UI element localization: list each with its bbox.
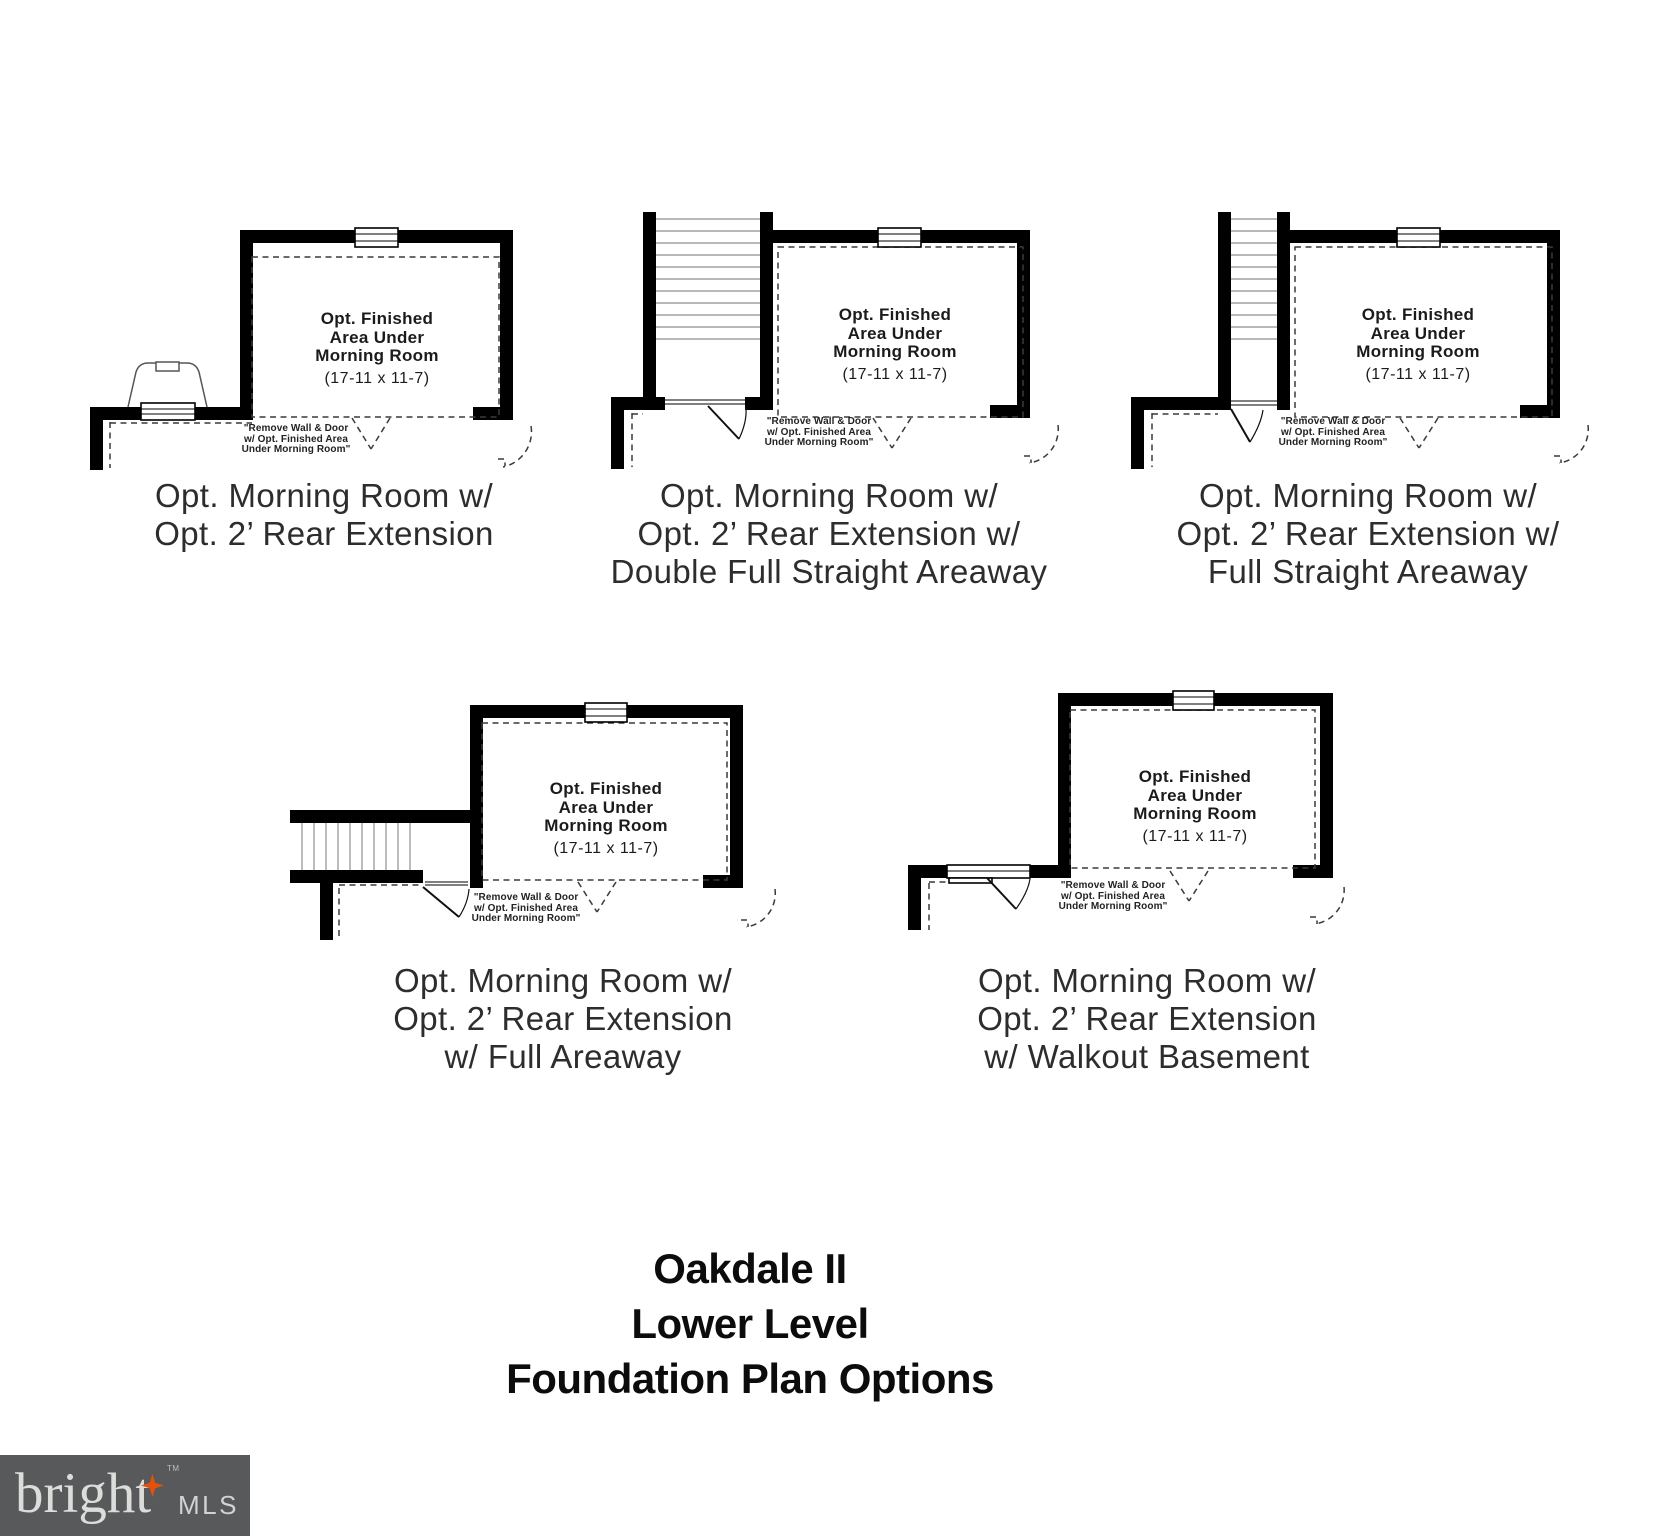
plan-2-dashed-lines [631,246,1024,467]
note-line: w/ Opt. Finished Area [1061,890,1165,902]
room-dimensions: (17-11 x 11-7) [324,369,430,387]
bright-wordmark: bright [15,1462,152,1525]
note-line: w/ Opt. Finished Area [474,902,578,914]
plan-3-drawing [1080,185,1630,505]
note-line: w/ Opt. Finished Area [244,433,348,445]
room-dimensions: (17-11 x 11-7) [553,839,659,857]
room-label-line: Area Under [329,327,425,347]
note-line: w/ Opt. Finished Area [767,426,871,438]
room-label-line: Opt. Finished [838,305,952,324]
plan-2-walls [611,230,1030,469]
bay-window [127,361,208,421]
stairs-icon [290,810,470,940]
room-label: Opt. Finished Area Under Morning Room (1… [1293,305,1543,384]
caption-line: Opt. 2’ Rear Extension [977,1000,1317,1037]
plan-1-dashed-lines [109,256,500,468]
room-label: Opt. Finished Area Under Morning Room (1… [252,309,502,388]
door-swing-icon [872,417,1060,464]
plan-5-caption: Opt. Morning Room w/ Opt. 2’ Rear Extens… [917,962,1377,1076]
room-label-line: Area Under [1147,785,1243,805]
plan-4-drawing [265,645,805,975]
window-icon [354,227,399,248]
caption-line: Opt. Morning Room w/ [154,477,494,514]
room-label-line: Morning Room [315,346,439,365]
plan-2-drawing [575,185,1095,505]
plan-5-dashed-lines [928,709,1316,930]
plan-1-walls [90,230,513,470]
caption-line: Opt. Morning Room w/ [393,962,733,999]
page-title: Oakdale II Lower Level Foundation Plan O… [250,1241,1250,1406]
plan-4-dashed-lines [338,722,728,938]
plan-1-caption: Opt. Morning Room w/ Opt. 2’ Rear Extens… [94,477,554,553]
title-line: Lower Level [631,1300,869,1347]
room-dimensions: (17-11 x 11-7) [842,365,948,383]
note-line: Under Morning Room" [241,444,351,456]
room-label-line: Area Under [847,323,943,343]
window-icon [1396,227,1441,248]
window-icon [877,227,922,248]
remove-wall-note: "Remove Wall & Door w/ Opt. Finished Are… [1057,880,1169,913]
caption-line: Opt. Morning Room w/ [977,962,1317,999]
room-label-line: Morning Room [1356,342,1480,361]
door-swing-icon [1399,417,1590,464]
room-label-line: Opt. Finished [549,779,663,798]
caption-line: w/ Full Areaway [444,1038,682,1075]
room-label-line: Morning Room [544,816,668,835]
room-label-line: Morning Room [1133,804,1257,823]
note-line: Under Morning Room" [764,437,874,449]
window-icon [1172,690,1215,711]
star-icon [140,1473,165,1503]
note-line: Under Morning Room" [1278,437,1388,449]
caption-line: Opt. 2’ Rear Extension w/ [1176,515,1560,552]
bright-mls-logo: bright TM MLS [0,1455,250,1536]
plan-4-caption: Opt. Morning Room w/ Opt. 2’ Rear Extens… [333,962,793,1076]
plan-5-drawing [845,640,1395,970]
stairs-icon [643,212,773,440]
plan-3-caption: Opt. Morning Room w/ Opt. 2’ Rear Extens… [1138,477,1598,591]
room-label-line: Opt. Finished [320,309,434,328]
room-label-line: Morning Room [833,342,957,361]
room-label-line: Opt. Finished [1361,305,1475,324]
room-label: Opt. Finished Area Under Morning Room (1… [1070,767,1320,846]
remove-wall-note: "Remove Wall & Door w/ Opt. Finished Are… [1277,416,1389,449]
mls-wordmark: MLS [178,1490,239,1520]
remove-wall-note: "Remove Wall & Door w/ Opt. Finished Are… [763,416,875,449]
trademark-symbol: TM [167,1464,180,1473]
note-line: Under Morning Room" [1058,901,1168,913]
room-dimensions: (17-11 x 11-7) [1365,365,1471,383]
note-line: "Remove Wall & Door [1280,416,1386,427]
stairs-icon [1218,212,1290,443]
caption-line: Opt. Morning Room w/ [1198,477,1538,514]
title-line: Oakdale II [653,1245,847,1292]
caption-line: w/ Walkout Basement [984,1038,1310,1075]
window-icon [584,702,628,723]
room-label: Opt. Finished Area Under Morning Room (1… [770,305,1020,384]
door-swing-icon [351,417,533,468]
title-line: Foundation Plan Options [506,1355,994,1402]
plan-1-drawing [85,190,555,490]
sliding-door-icon [946,864,1031,910]
caption-line: Opt. 2’ Rear Extension [393,1000,733,1037]
note-line: "Remove Wall & Door [243,423,349,434]
note-line: "Remove Wall & Door [473,892,579,903]
room-label-line: Area Under [558,797,654,817]
caption-line: Opt. 2’ Rear Extension w/ [637,515,1021,552]
plan-2-caption: Opt. Morning Room w/ Opt. 2’ Rear Extens… [599,477,1059,591]
caption-line: Opt. Morning Room w/ [659,477,999,514]
room-label-line: Opt. Finished [1138,767,1252,786]
room-dimensions: (17-11 x 11-7) [1142,827,1248,845]
door-swing-icon [1169,870,1345,925]
note-line: Under Morning Room" [471,913,581,925]
caption-line: Double Full Straight Areaway [610,553,1048,590]
room-label-line: Area Under [1370,323,1466,343]
remove-wall-note: "Remove Wall & Door w/ Opt. Finished Are… [240,423,352,456]
caption-line: Opt. 2’ Rear Extension [154,515,494,552]
note-line: "Remove Wall & Door [1060,880,1166,891]
door-swing-icon [577,881,777,928]
note-line: "Remove Wall & Door [766,416,872,427]
room-label: Opt. Finished Area Under Morning Room (1… [481,779,731,858]
remove-wall-note: "Remove Wall & Door w/ Opt. Finished Are… [470,892,582,925]
caption-line: Full Straight Areaway [1207,553,1529,590]
note-line: w/ Opt. Finished Area [1281,426,1385,438]
